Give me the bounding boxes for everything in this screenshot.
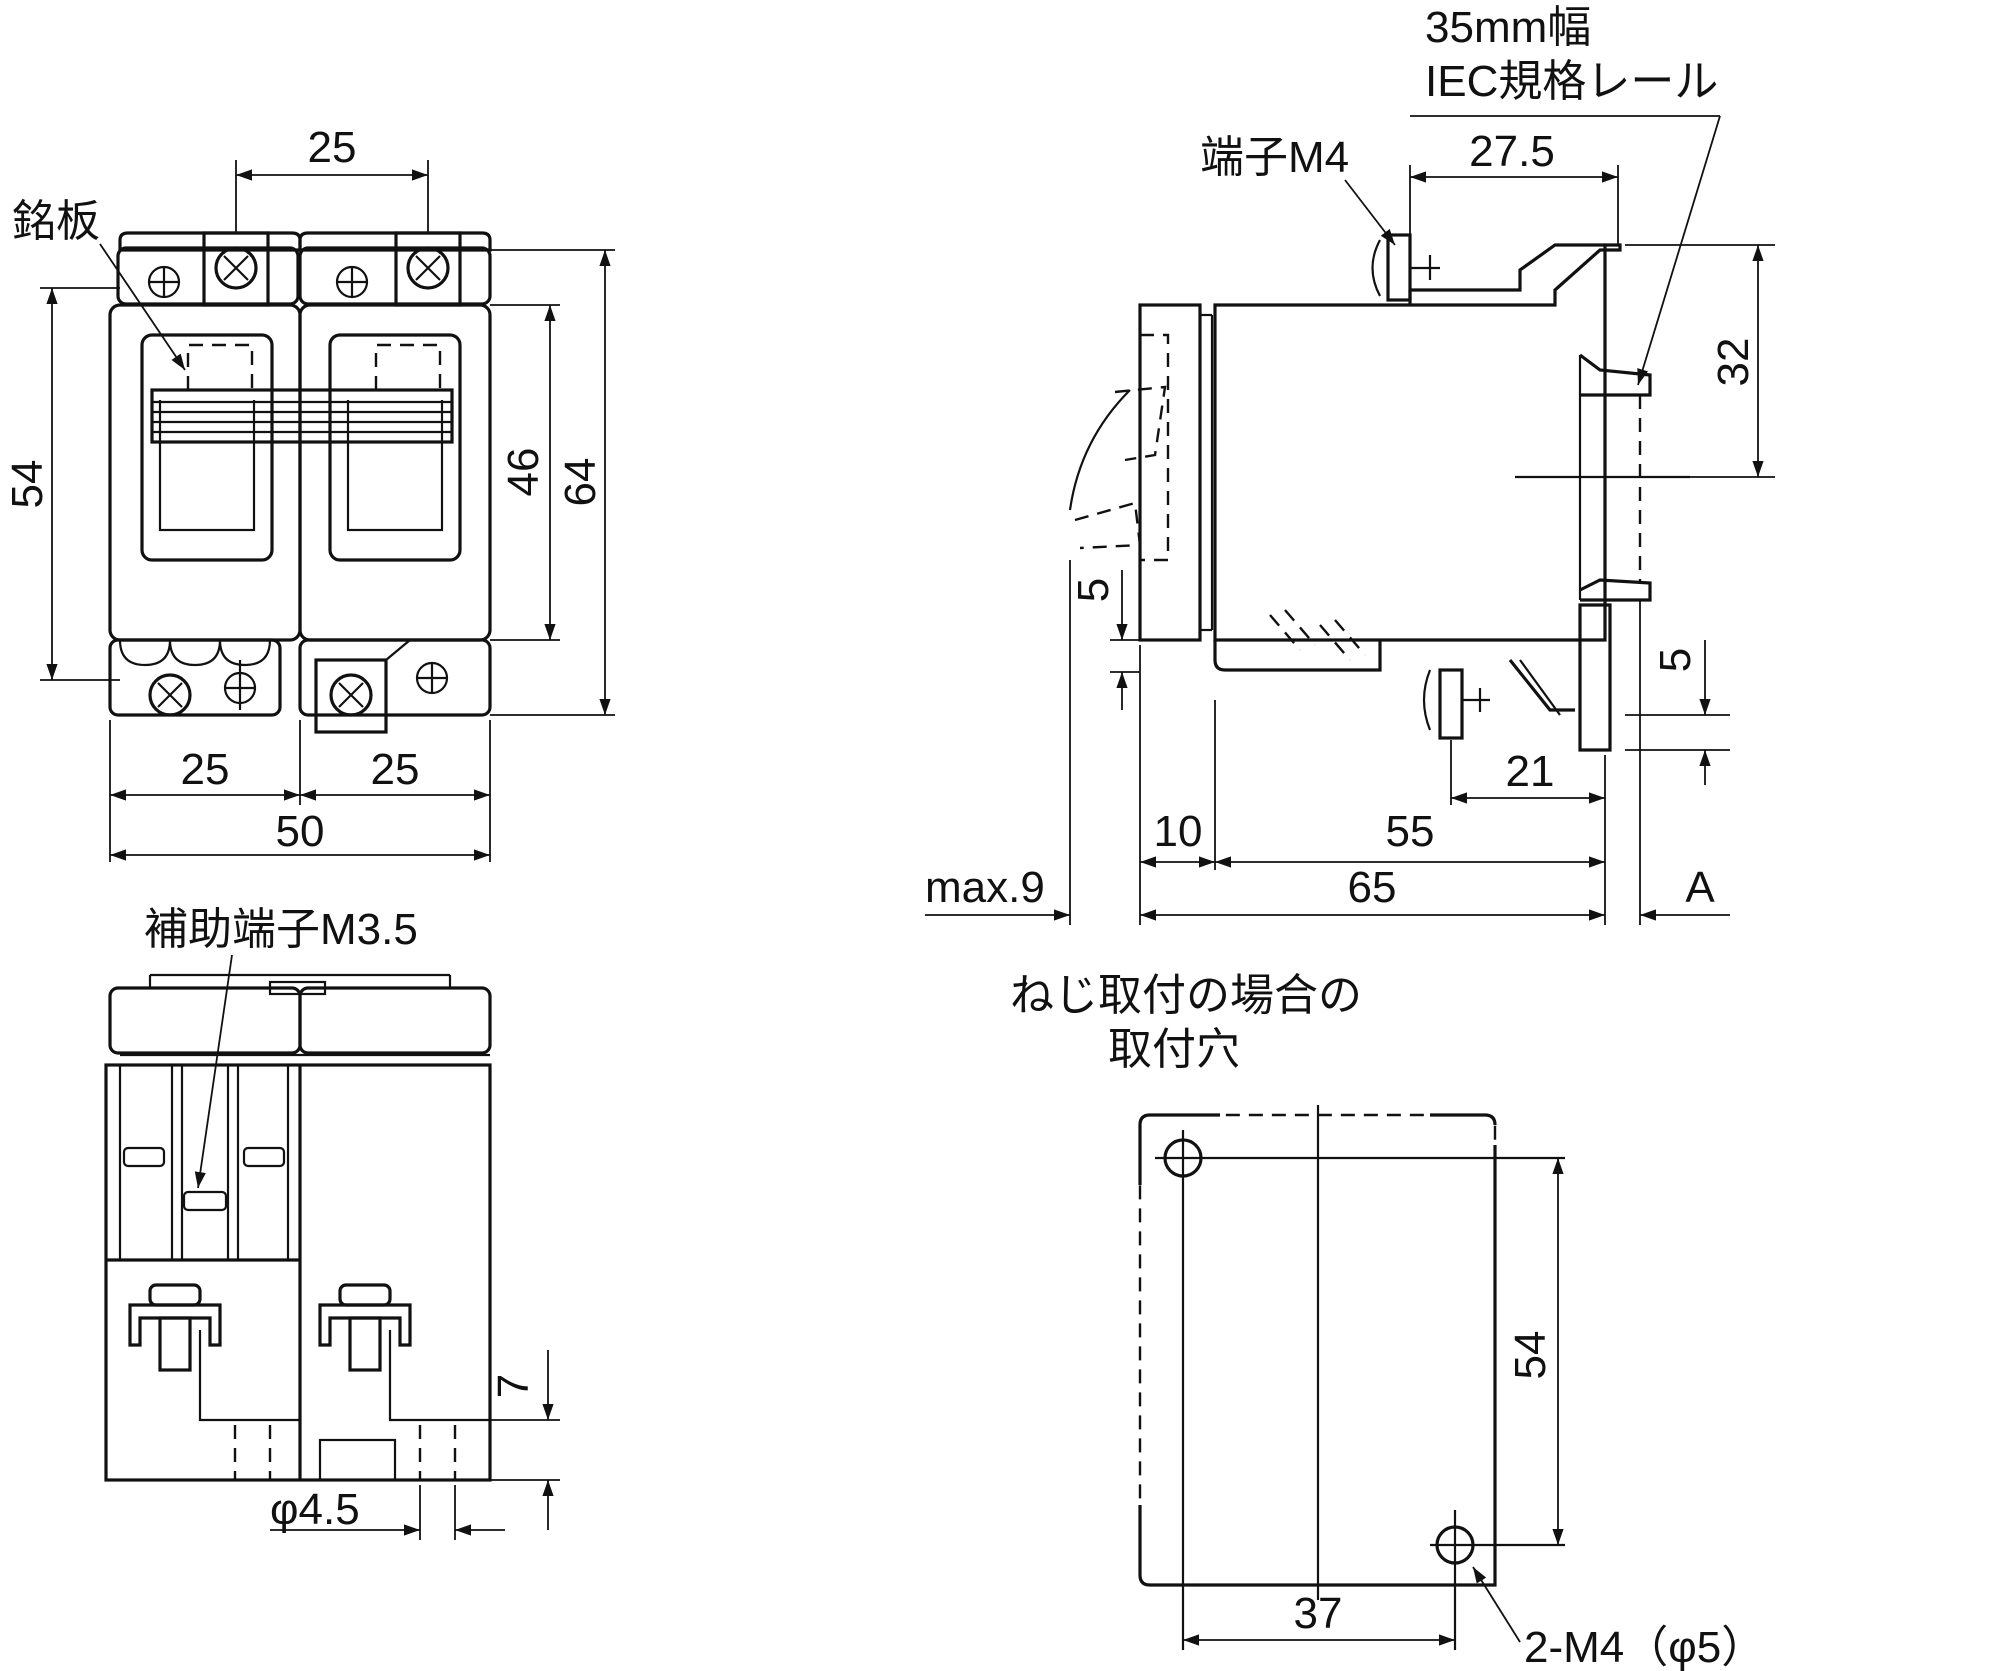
dim-21: 21 xyxy=(1506,747,1555,796)
mounting-hole-view: ねじ取付の場合の 取付穴 54 37 2-M4（φ5） xyxy=(1010,971,1765,1671)
rail-label-line2: IEC規格レール xyxy=(1425,57,1718,106)
dim-bottom-left-25: 25 xyxy=(181,745,230,794)
mounting-title-line2: 取付穴 xyxy=(1108,1025,1240,1074)
dim-bottom-total-50: 50 xyxy=(276,807,325,856)
aux-terminal-label: 補助端子M3.5 xyxy=(144,905,418,954)
dim-left-54: 54 xyxy=(3,460,52,509)
terminal-m4-label: 端子M4 xyxy=(1200,133,1349,182)
dim-5-left: 5 xyxy=(1069,578,1118,602)
side-view: 35mm幅 IEC規格レール 端子M4 xyxy=(925,3,1775,925)
dim-max-9: max.9 xyxy=(925,863,1045,912)
dim-bottom-right-25: 25 xyxy=(371,745,420,794)
dim-phi-4-5: φ4.5 xyxy=(270,1485,360,1534)
dim-top-25: 25 xyxy=(308,123,357,172)
bottom-view: 補助端子M3.5 xyxy=(104,905,560,1540)
hole-spec-label: 2-M4（φ5） xyxy=(1524,1623,1765,1671)
dim-right-46: 46 xyxy=(499,448,548,497)
dim-27-5: 27.5 xyxy=(1469,127,1555,176)
dim-54-mounting: 54 xyxy=(1506,1331,1555,1380)
dim-37: 37 xyxy=(1294,1589,1343,1638)
rail-label-line1: 35mm幅 xyxy=(1425,3,1591,52)
dim-5-right: 5 xyxy=(1651,648,1700,672)
dim-7: 7 xyxy=(489,1374,538,1398)
dim-right-64: 64 xyxy=(556,458,605,507)
dim-32: 32 xyxy=(1709,338,1758,387)
nameplate-label: 銘板 xyxy=(12,197,100,246)
mounting-title-line1: ねじ取付の場合の xyxy=(1010,971,1362,1020)
dim-10: 10 xyxy=(1154,807,1203,856)
dim-65: 65 xyxy=(1348,863,1397,912)
front-view: 銘板 25 54 46 64 25 25 50 xyxy=(3,123,615,862)
dim-A: A xyxy=(1685,863,1715,912)
dim-55: 55 xyxy=(1386,807,1435,856)
